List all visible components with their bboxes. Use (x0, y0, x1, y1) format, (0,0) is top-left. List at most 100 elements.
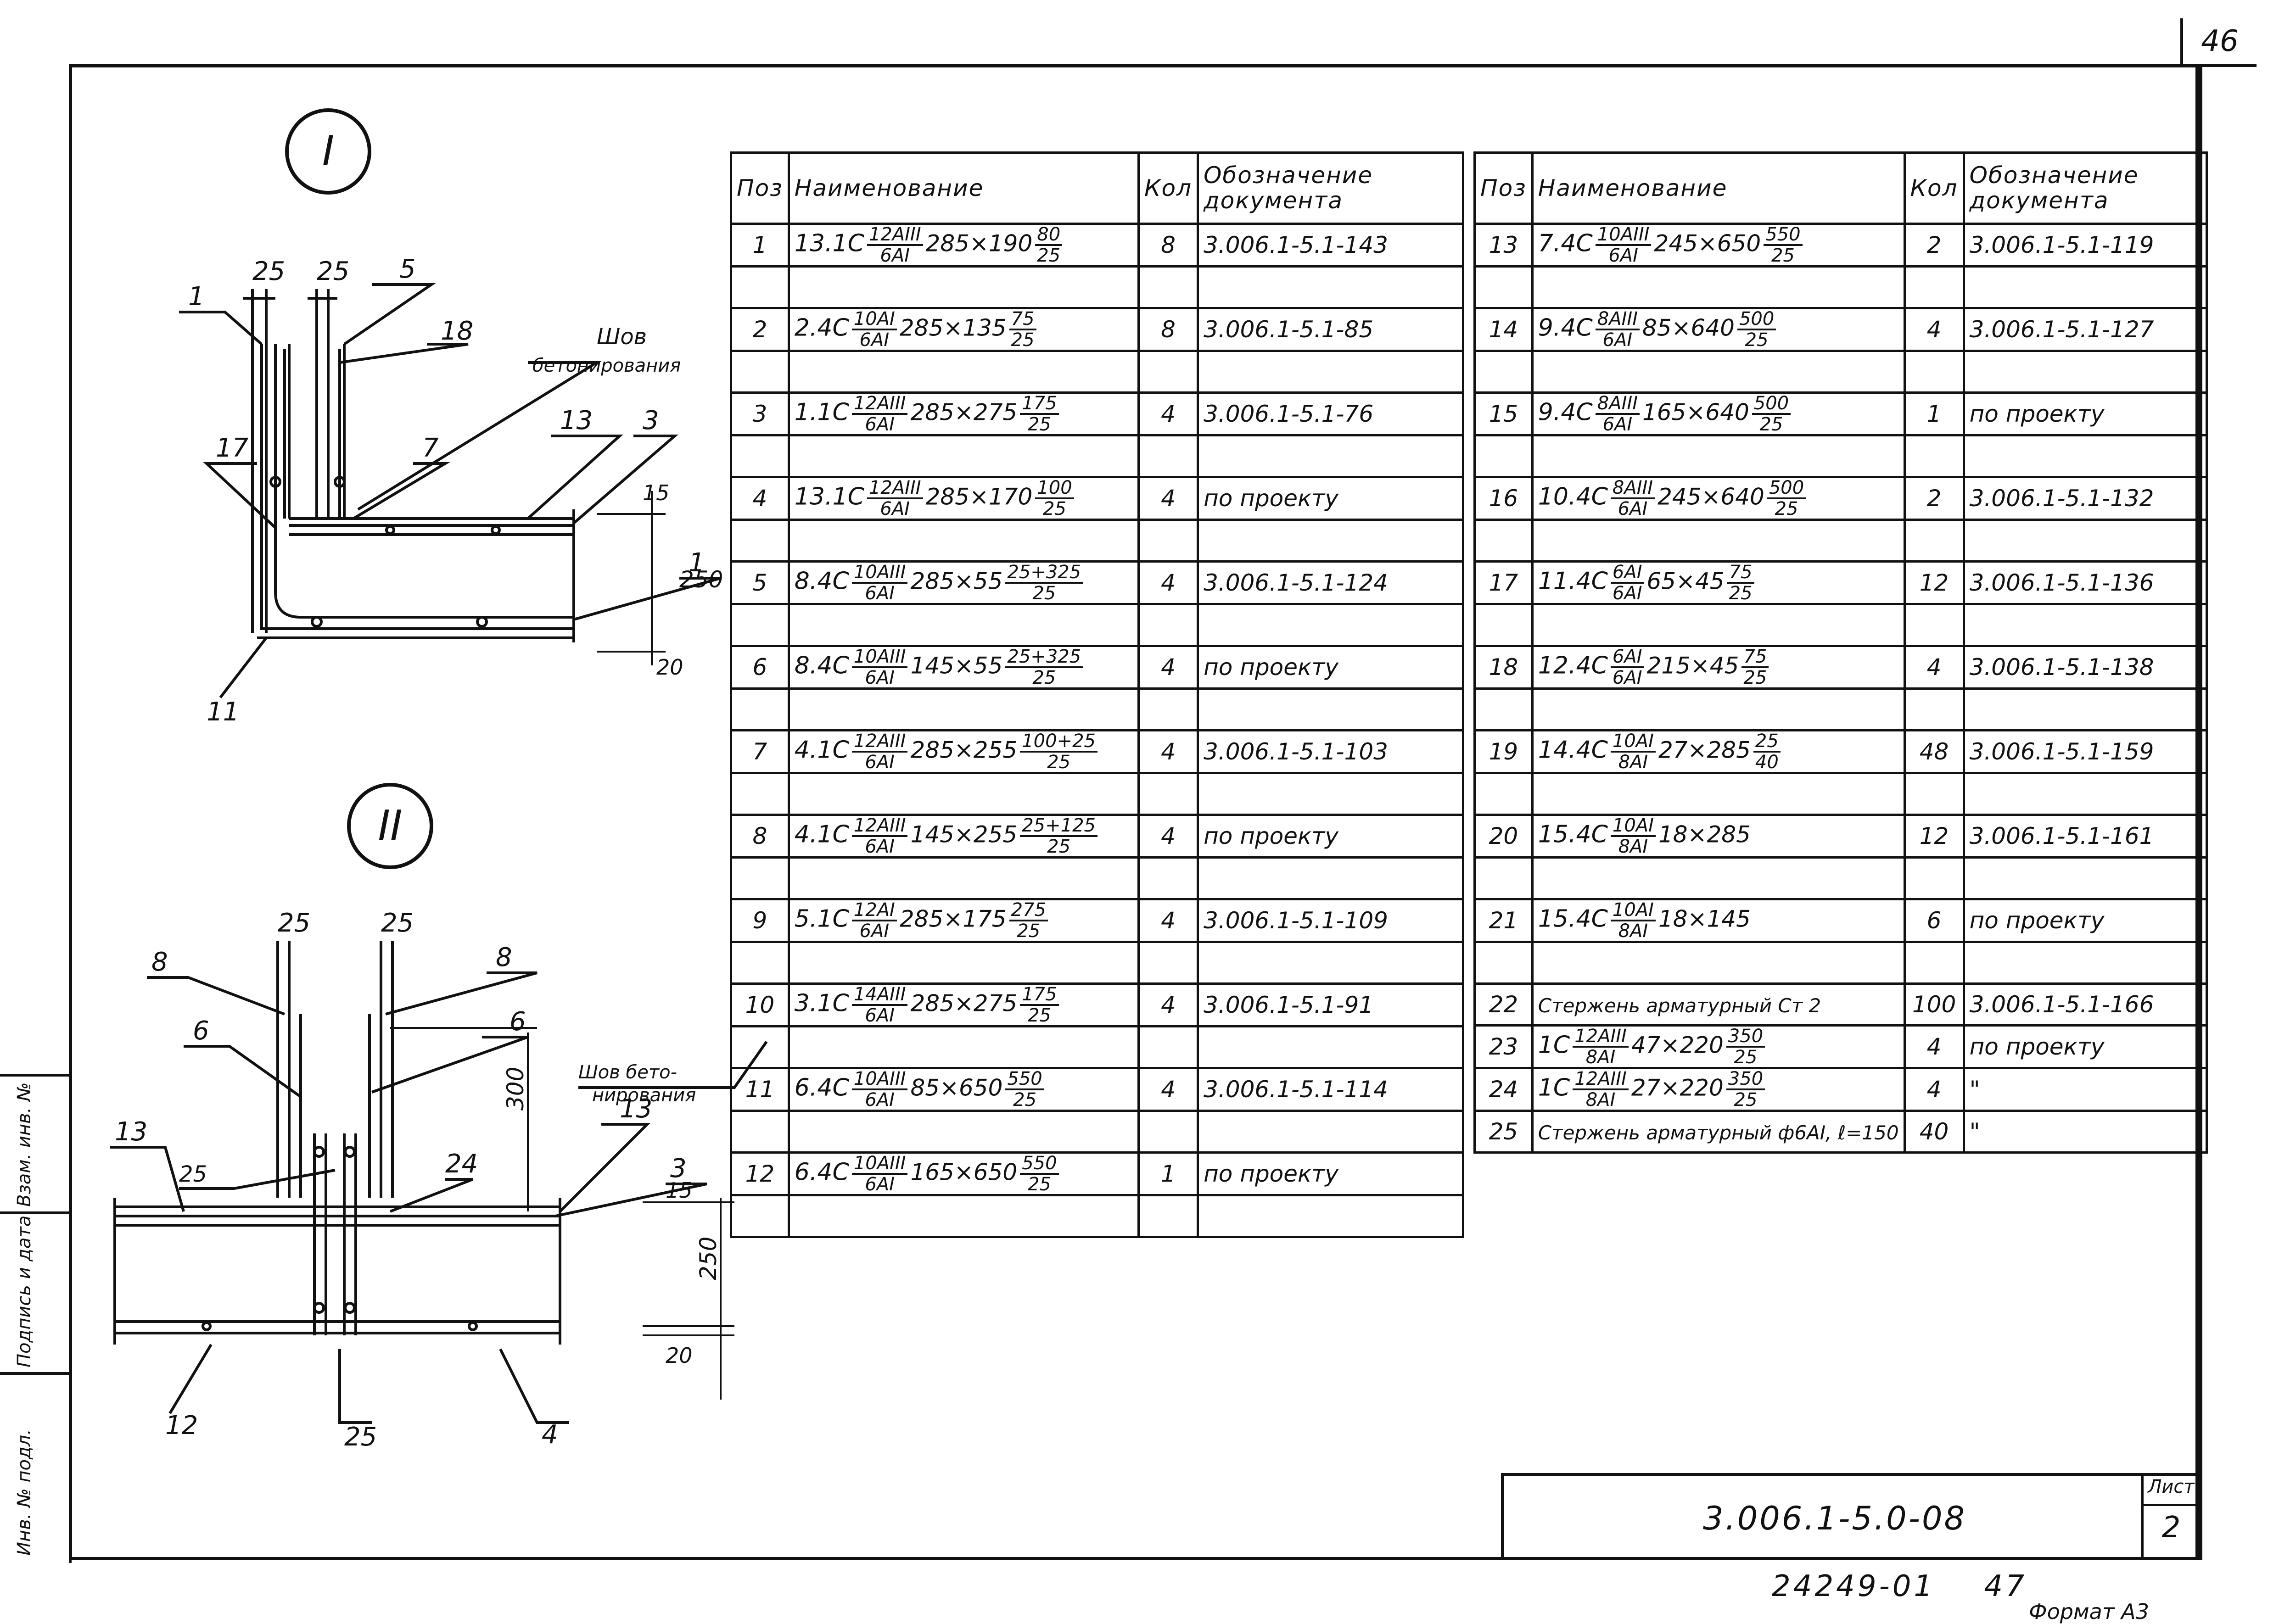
spec-mark: 4.1С (794, 736, 849, 764)
spec-qty: 12 (1903, 560, 1965, 605)
steel-main: 12AIII (851, 394, 908, 415)
cover-bottom: 25 (1032, 667, 1056, 688)
spec-doc: 3.006.1-5.1-138 (1962, 645, 2208, 690)
spec-mark: 15.4С (1538, 820, 1608, 848)
spec-size: 285×135 (899, 314, 1007, 341)
callout-ii-3: 3 (670, 1154, 687, 1183)
steel-main: 8AIII (1610, 478, 1655, 499)
spec-row-spacer (1473, 772, 2208, 816)
spec-doc: 3.006.1-5.1-127 (1962, 307, 2208, 352)
cover-bottom: 25 (1011, 329, 1035, 351)
cover-bottom: 25 (1047, 836, 1071, 857)
steel-dist: 8AI (1618, 752, 1648, 773)
dim-i-a: 25 (252, 257, 285, 286)
callout-i-13: 13 (560, 406, 593, 435)
cover-top: 275 (1009, 900, 1048, 921)
spec-mark: 10.4С (1538, 483, 1608, 511)
section-mark-two-circle (347, 783, 433, 869)
spec-row-spacer (730, 434, 1464, 478)
cover-bottom: 25 (1032, 583, 1056, 604)
spec-mark: 8.4С (794, 652, 849, 680)
seam-label-i-1: Шов (597, 324, 647, 350)
spec-mark: 3.1С (794, 989, 849, 1017)
steel-dist: 6AI (865, 1174, 895, 1195)
callout-ii-4: 4 (542, 1420, 558, 1450)
spec-pos: 4 (730, 476, 790, 521)
cover-bottom: 25 (1027, 1005, 1051, 1026)
spec-mark: 9.4С (1538, 314, 1593, 342)
sheet-top-number: 46 (2180, 18, 2257, 67)
spec-doc: 3.006.1-5.1-114 (1197, 1067, 1464, 1112)
dim-i-d: 250 (679, 566, 723, 593)
spec-name: Стержень арматурный Ст 2 (1531, 982, 1906, 1027)
cover-top: 75 (1741, 647, 1769, 668)
cover-top: 175 (1020, 985, 1059, 1006)
spec-row-spacer (1473, 941, 2208, 985)
spec-doc: 3.006.1-5.1-136 (1962, 560, 2208, 605)
spec-size: 215×45 (1646, 652, 1739, 679)
steel-dist: 6AI (880, 245, 910, 266)
dim-ii-e: 15 (666, 1178, 693, 1203)
spec-pos: 2 (730, 307, 790, 352)
spec-qty: 12 (1903, 814, 1965, 859)
steel-dist: 8AI (1585, 1089, 1616, 1111)
steel-main: 10AI (1610, 900, 1656, 921)
seam-label-ii-2: нирования (592, 1085, 696, 1106)
spec-qty: 4 (1137, 391, 1199, 436)
col-qty: Кол (1903, 151, 1965, 225)
cover-bottom: 25 (1027, 414, 1051, 435)
stamp-replace-inv: Взам. инв. № (14, 1082, 35, 1207)
spec-doc: 3.006.1-5.1-76 (1197, 391, 1464, 436)
spec-row-spacer (1473, 603, 2208, 647)
col-name: Наименование (787, 151, 1140, 225)
spec-pos: 21 (1473, 898, 1534, 943)
spec-doc: 3.006.1-5.1-91 (1197, 982, 1464, 1027)
callout-ii-6a: 6 (193, 1016, 209, 1046)
spec-pos: 16 (1473, 476, 1534, 521)
spec-pos: 9 (730, 898, 790, 943)
spec-doc: 3.006.1-5.1-85 (1197, 307, 1464, 352)
cover-bottom: 25 (1017, 921, 1041, 942)
cover-top: 550 (1764, 225, 1803, 246)
dim-ii-c: 300 (502, 1067, 529, 1111)
spec-row-spacer (730, 687, 1464, 731)
spec-table-left: Поз Наименование Кол Обозначение докумен… (730, 151, 1464, 1238)
steel-dist: 6AI (865, 414, 895, 435)
inventory-code: 24249-01 (1772, 1569, 1936, 1603)
steel-dist: 6AI (865, 836, 895, 857)
steel-dist: 6AI (1612, 667, 1642, 688)
spec-pos: 7 (730, 729, 790, 774)
steel-main: 10AIII (851, 647, 908, 668)
spec-row-spacer (730, 941, 1464, 985)
spec-doc: 3.006.1-5.1-159 (1962, 729, 2208, 774)
spec-doc: 3.006.1-5.1-161 (1962, 814, 2208, 859)
spec-doc: 3.006.1-5.1-124 (1197, 560, 1464, 605)
cover-top: 500 (1752, 394, 1791, 415)
stamp-signature-date: Подпись и дата (14, 1215, 35, 1367)
spec-doc: по проекту (1962, 898, 2208, 943)
cover-top: 350 (1726, 1027, 1765, 1048)
